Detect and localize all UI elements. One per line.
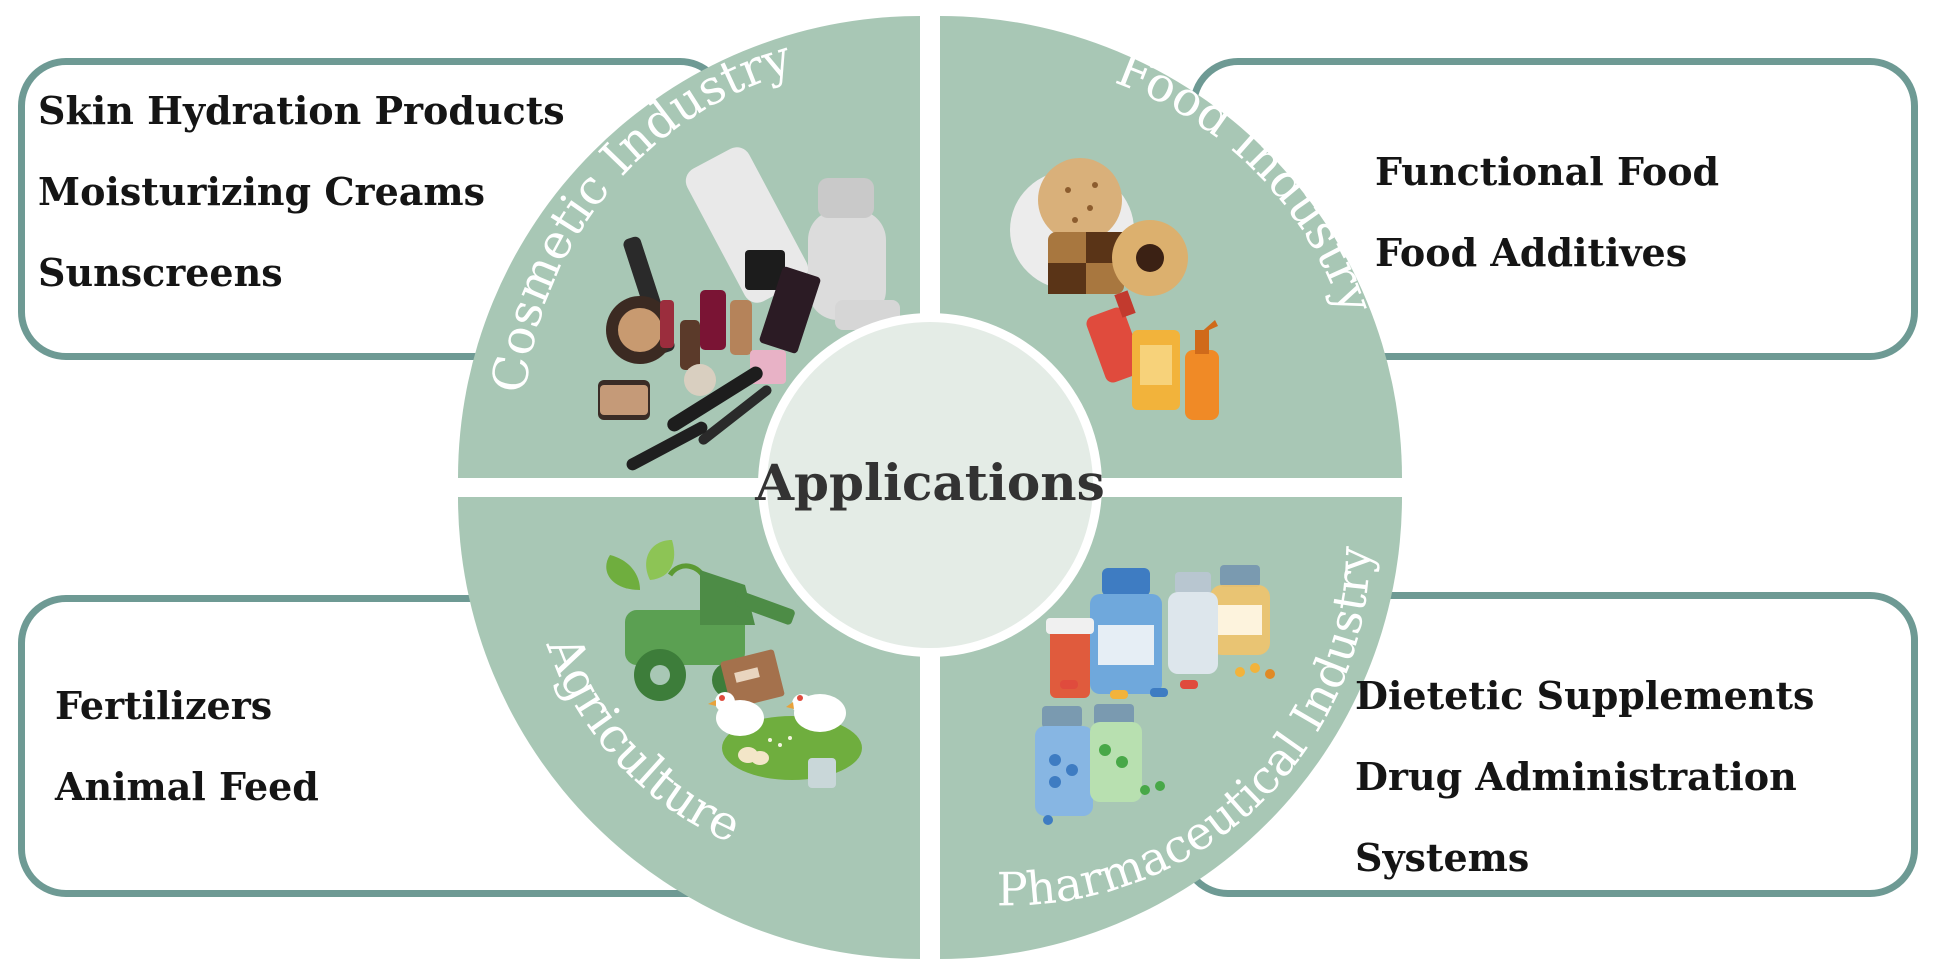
list-item: Sunscreens (38, 250, 283, 295)
list-item: Food Additives (1375, 230, 1688, 275)
center-hub (767, 322, 1093, 648)
biscuits-and-condiments-icon (1010, 158, 1219, 420)
tractor-and-chickens-icon (606, 540, 862, 788)
list-item: Fertilizers (55, 683, 273, 728)
cosmetic-quadrant (458, 16, 920, 478)
agriculture-applications-list: Fertilizers Animal Feed (55, 665, 319, 827)
medicine-bottles-and-pills-icon (1035, 565, 1275, 825)
cosmetic-applications-list: Skin Hydration Products Moisturizing Cre… (38, 70, 565, 313)
list-item: Systems (1355, 835, 1530, 880)
cosmetics-products-icon (598, 147, 900, 471)
center-label: Applications (754, 453, 1105, 512)
agriculture-quadrant (458, 497, 920, 959)
list-item: Functional Food (1375, 149, 1720, 194)
list-item: Moisturizing Creams (38, 169, 485, 214)
list-item: Animal Feed (55, 764, 319, 809)
pharma-applications-list: Dietetic Supplements Drug Administration… (1355, 655, 1814, 898)
list-item: Skin Hydration Products (38, 88, 565, 133)
pharma-quadrant (940, 497, 1402, 959)
food-applications-list: Functional Food Food Additives (1375, 131, 1719, 293)
list-item: Drug Administration (1355, 754, 1797, 799)
list-item: Dietetic Supplements (1355, 673, 1815, 718)
